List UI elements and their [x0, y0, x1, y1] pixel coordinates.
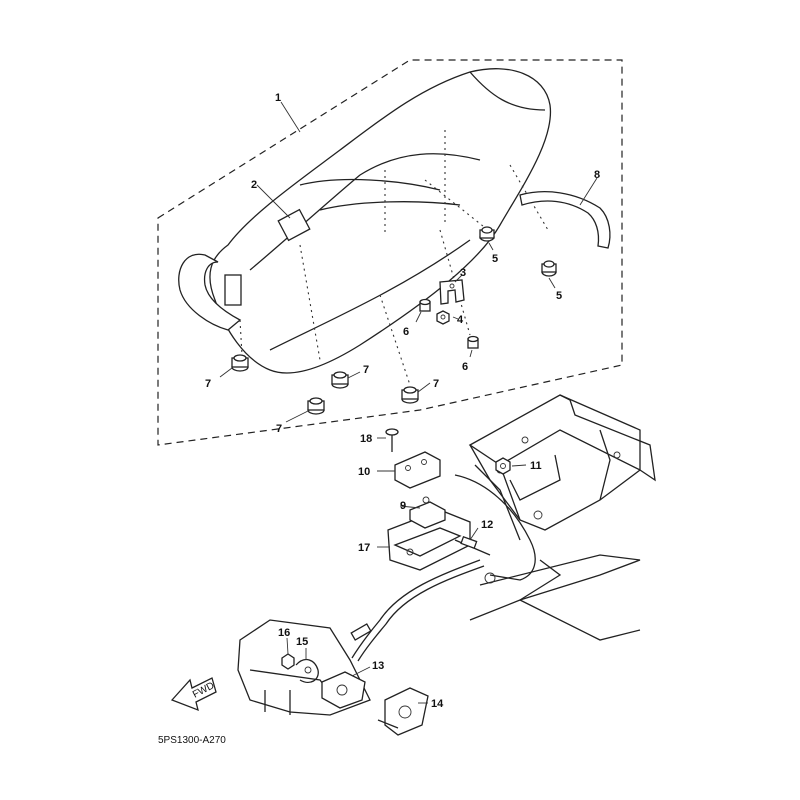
lock-plate-10[interactable]: [394, 451, 441, 489]
latch-9[interactable]: [409, 496, 446, 529]
callout-11: 11: [530, 460, 542, 472]
diagram-code: 5PS1300-A270: [158, 735, 226, 746]
damper-7b[interactable]: [331, 371, 349, 389]
callout-7b: 7: [363, 364, 369, 376]
callout-12: 12: [481, 519, 493, 531]
screw-18[interactable]: [385, 428, 399, 452]
callout-2: 2: [251, 179, 257, 191]
callout-16: 16: [278, 627, 290, 639]
callout-1: 1: [275, 92, 281, 104]
bracket-3[interactable]: [439, 279, 465, 305]
spring-15[interactable]: [295, 658, 319, 684]
grab-strap[interactable]: [519, 191, 611, 249]
damper-5a[interactable]: [479, 226, 495, 242]
damper-7c[interactable]: [307, 397, 325, 415]
lock-lever-13[interactable]: [321, 671, 366, 709]
callout-10: 10: [358, 466, 370, 478]
lock-cable-12[interactable]: [350, 535, 491, 662]
nut-11[interactable]: [495, 457, 511, 475]
callout-13: 13: [372, 660, 384, 672]
callout-6a: 6: [403, 326, 409, 338]
damper-6b[interactable]: [467, 335, 479, 349]
callout-labels: 1 2 3 4 5 5 6 6 7 7 7 7 8 9 10 11 12 13 …: [205, 92, 600, 710]
leader-lines: [219, 101, 598, 704]
damper-7d[interactable]: [401, 386, 419, 404]
callout-8: 8: [594, 169, 600, 181]
callout-7a: 7: [205, 378, 211, 390]
callout-7c: 7: [276, 423, 282, 435]
callout-5b: 5: [556, 290, 562, 302]
nut-4[interactable]: [436, 310, 450, 325]
callout-3: 3: [460, 267, 466, 279]
damper-5b[interactable]: [541, 260, 557, 277]
callout-15: 15: [296, 636, 308, 648]
callout-4: 4: [457, 314, 464, 326]
damper-6a[interactable]: [419, 298, 431, 312]
fwd-arrow-icon: FWD: [170, 677, 217, 712]
lock-cylinder-14[interactable]: [377, 687, 429, 736]
callout-18: 18: [360, 433, 372, 445]
callout-5a: 5: [492, 253, 498, 265]
callout-7d: 7: [433, 378, 439, 390]
rear-frame: [454, 394, 656, 641]
callout-14: 14: [431, 698, 444, 710]
callout-6b: 6: [462, 361, 468, 373]
seat-assembly-outline: [157, 59, 623, 446]
seat[interactable]: [178, 68, 552, 386]
clip-16[interactable]: [281, 653, 295, 670]
callout-17: 17: [358, 542, 370, 554]
damper-7a[interactable]: [231, 354, 249, 372]
callout-9: 9: [400, 500, 406, 512]
